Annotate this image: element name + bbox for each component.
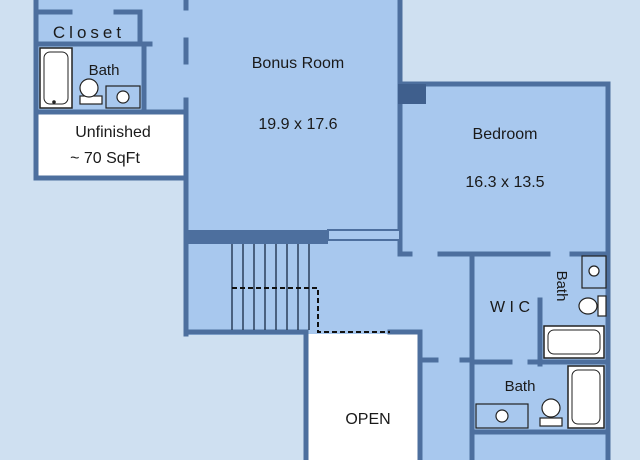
toilet-icon (578, 295, 607, 317)
toilet-icon (79, 78, 103, 105)
right-bath-label: Bath (553, 271, 570, 302)
closet-area (36, 0, 186, 44)
bonus-room-size: 19.9 x 17.6 (258, 116, 337, 133)
top-left-bath-label: Bath (89, 62, 120, 79)
unfinished-area (38, 114, 186, 176)
stair-dashed-line (232, 287, 390, 333)
bonus-room-area (186, 0, 400, 240)
sink-icon (105, 85, 141, 109)
wall-dark (398, 84, 426, 104)
walls (33, 0, 611, 460)
bonus-room-label: Bonus Room (252, 55, 345, 72)
bathtub-icon (567, 365, 605, 429)
open-area (306, 334, 420, 460)
room-fills (36, 0, 610, 460)
bathtub-icon (39, 47, 73, 109)
bathtub-icon (543, 325, 605, 359)
toilet-icon (539, 398, 563, 427)
bedroom-label: Bedroom (473, 126, 538, 143)
sink-icon (475, 403, 529, 429)
bedroom-size: 16.3 x 13.5 (465, 174, 544, 191)
bottom-bath-label: Bath (505, 378, 536, 395)
wall-dark (186, 230, 328, 244)
wic-label: W I C (490, 299, 530, 316)
sink-icon (581, 255, 607, 289)
unfinished-area-label: ~ 70 SqFt (70, 150, 140, 167)
open-label: OPEN (345, 411, 390, 428)
railing (327, 229, 401, 241)
unfinished-label: Unfinished (75, 124, 151, 141)
closet-label: Closet (53, 23, 125, 42)
bedroom-area (400, 84, 610, 254)
